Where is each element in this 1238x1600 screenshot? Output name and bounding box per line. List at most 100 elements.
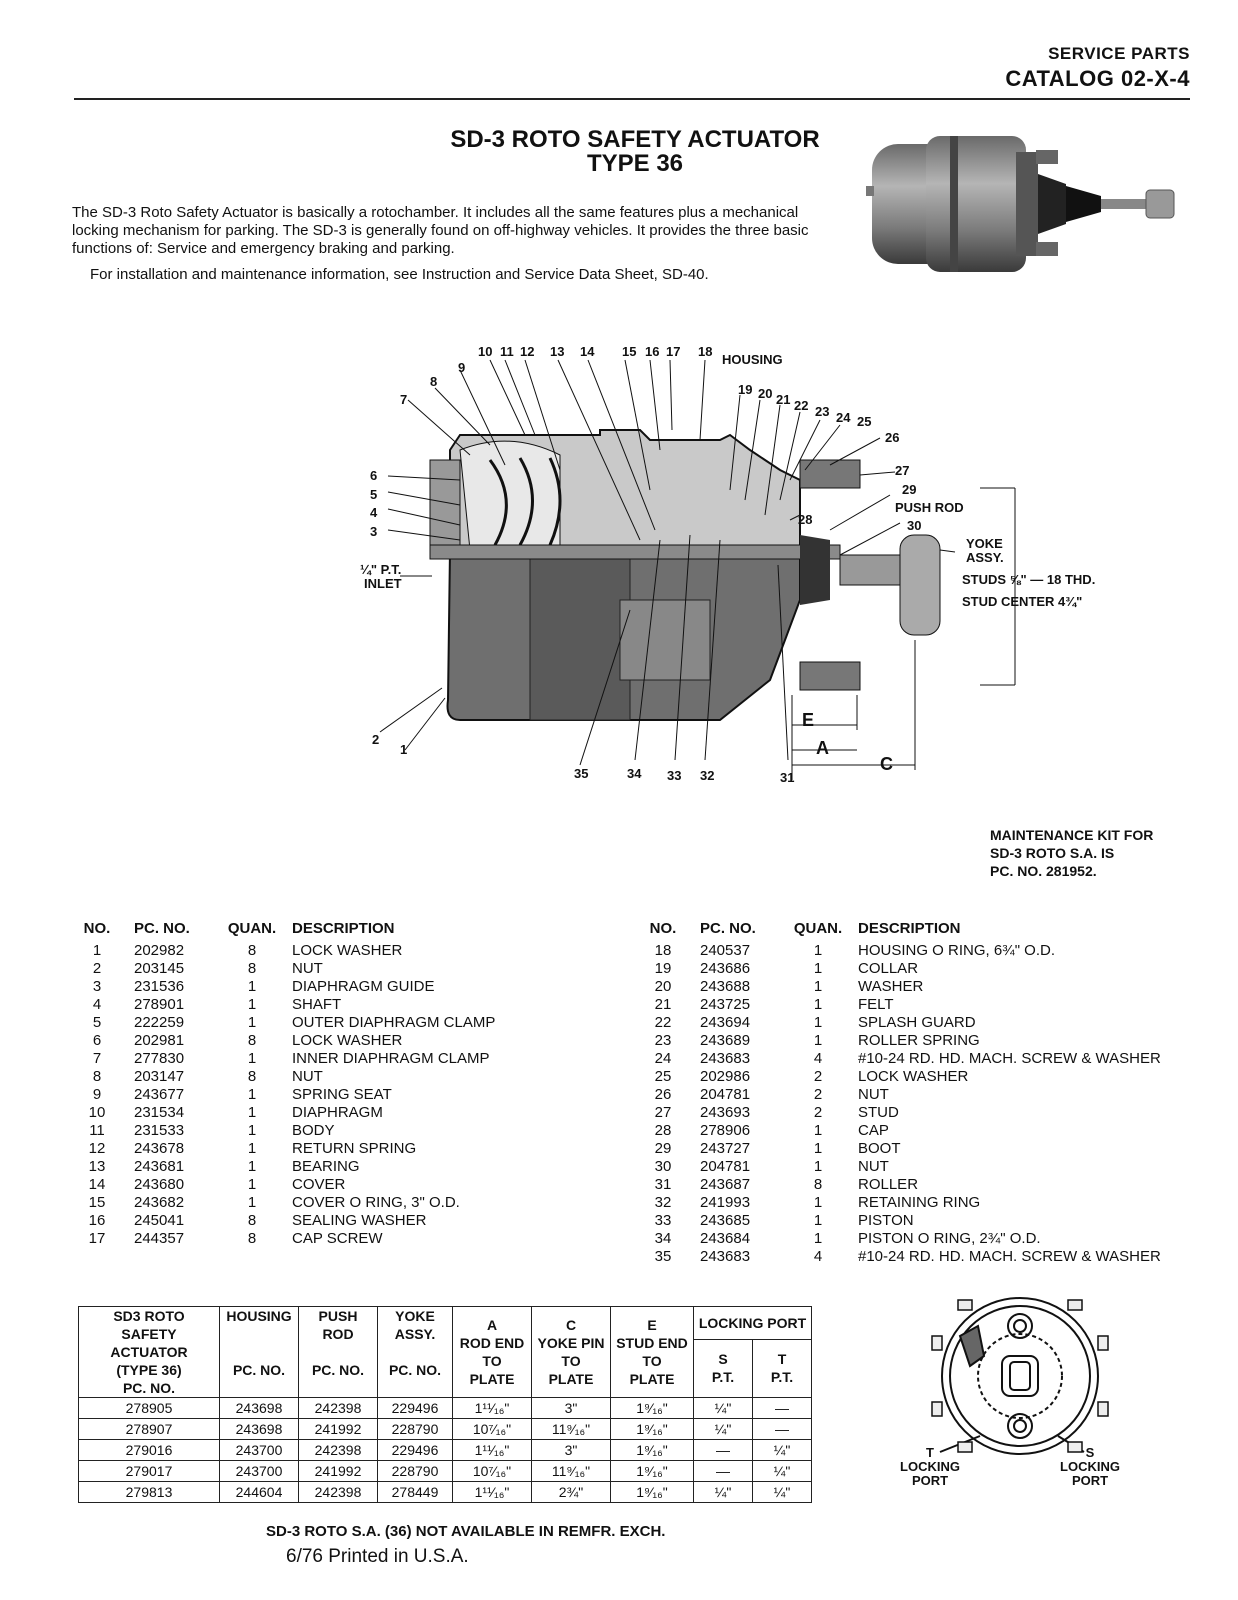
header-quan: QUAN. xyxy=(227,920,277,937)
spec-cell: 11⁹⁄₁₆" xyxy=(531,1418,611,1440)
dimension-a-label: A xyxy=(816,738,829,758)
callout-32: 32 xyxy=(700,768,715,783)
part-description: #10-24 RD. HD. MACH. SCREW & WASHER xyxy=(858,1050,1161,1067)
part-description: COVER xyxy=(292,1176,346,1193)
part-description: INNER DIAPHRAGM CLAMP xyxy=(292,1050,490,1067)
part-pc-no: 231533 xyxy=(134,1122,185,1139)
part-number: 24 xyxy=(654,1050,672,1067)
part-pc-no: 231534 xyxy=(134,1104,185,1121)
part-quantity: 1 xyxy=(247,1122,257,1139)
spec-cell: 11⁹⁄₁₆" xyxy=(531,1460,611,1482)
spec-cell: ¼" xyxy=(752,1439,812,1461)
spec-cell: — xyxy=(693,1439,753,1461)
callout-29: 29 xyxy=(902,482,917,497)
part-pc-no: 243681 xyxy=(134,1158,185,1175)
callout-4: 4 xyxy=(370,505,378,520)
spec-cell: — xyxy=(693,1460,753,1482)
header-rule xyxy=(74,98,1190,100)
inlet-size-label: ¼" P.T. xyxy=(360,562,402,577)
intro-paragraph-2: For installation and maintenance informa… xyxy=(90,266,709,283)
part-pc-no: 241993 xyxy=(700,1194,751,1211)
part-pc-no: 243689 xyxy=(700,1032,751,1049)
part-quantity: 1 xyxy=(813,1194,823,1211)
part-description: RETAINING RING xyxy=(858,1194,981,1211)
part-quantity: 1 xyxy=(247,1176,257,1193)
part-number: 13 xyxy=(88,1158,106,1175)
part-pc-no: 243678 xyxy=(134,1140,185,1157)
callout-13: 13 xyxy=(550,344,565,359)
part-quantity: 1 xyxy=(813,1158,823,1175)
dimension-c-label: C xyxy=(880,754,893,774)
cross-section-drawing xyxy=(379,359,1016,780)
end-view-drawing xyxy=(931,1297,1109,1455)
callout-27: 27 xyxy=(895,463,910,478)
spec-cell: 3" xyxy=(531,1439,611,1461)
part-quantity: 1 xyxy=(813,1014,823,1031)
callout-11: 11 xyxy=(500,344,514,359)
parts-header-row: NO. PC. NO. QUAN. DESCRIPTION xyxy=(74,920,584,938)
part-description: NUT xyxy=(858,1086,889,1103)
spec-cell: 1⁹⁄₁₆" xyxy=(610,1481,694,1503)
spec-cell: 1⁹⁄₁₆" xyxy=(610,1460,694,1482)
part-quantity: 1 xyxy=(247,978,257,995)
spec-cell: 243700 xyxy=(219,1439,299,1461)
part-quantity: 8 xyxy=(247,942,257,959)
part-quantity: 1 xyxy=(247,1050,257,1067)
spec-cell: 229496 xyxy=(377,1397,453,1419)
part-description: HOUSING O RING, 6¾" O.D. xyxy=(858,942,1056,959)
callout-7: 7 xyxy=(400,392,408,407)
part-pc-no: 243680 xyxy=(134,1176,185,1193)
part-number: 19 xyxy=(654,960,672,977)
part-number: 16 xyxy=(88,1212,106,1229)
parts-header-row: NO. PC. NO. QUAN. DESCRIPTION xyxy=(640,920,1170,938)
part-pc-no: 203147 xyxy=(134,1068,185,1085)
header-pc-no: PC. NO. xyxy=(134,920,190,937)
part-quantity: 8 xyxy=(247,1068,257,1085)
yoke-label-2: ASSY. xyxy=(966,550,1004,565)
part-number: 3 xyxy=(92,978,102,995)
inlet-label: INLET xyxy=(364,576,402,591)
part-number: 27 xyxy=(654,1104,672,1121)
callout-26: 26 xyxy=(885,430,900,445)
spec-cell: 10⁷⁄₁₆" xyxy=(452,1460,532,1482)
part-pc-no: 245041 xyxy=(134,1212,185,1229)
part-number: 25 xyxy=(654,1068,672,1085)
spec-cell: 244604 xyxy=(219,1481,299,1503)
callout-35: 35 xyxy=(574,766,589,781)
part-quantity: 1 xyxy=(813,942,823,959)
part-number: 20 xyxy=(654,978,672,995)
part-number: 17 xyxy=(88,1230,106,1247)
part-description: CAP xyxy=(858,1122,889,1139)
part-quantity: 8 xyxy=(247,960,257,977)
part-description: SHAFT xyxy=(292,996,342,1013)
part-quantity: 8 xyxy=(813,1176,823,1193)
part-description: BODY xyxy=(292,1122,335,1139)
callout-18: 18 xyxy=(698,344,713,359)
spec-cell: 243700 xyxy=(219,1460,299,1482)
part-quantity: 1 xyxy=(247,1140,257,1157)
part-description: COLLAR xyxy=(858,960,919,977)
spec-cell: 228790 xyxy=(377,1418,453,1440)
part-pc-no: 243683 xyxy=(700,1248,751,1265)
part-number: 26 xyxy=(654,1086,672,1103)
availability-note: SD-3 ROTO S.A. (36) NOT AVAILABLE IN REM… xyxy=(266,1523,666,1540)
part-description: SPRING SEAT xyxy=(292,1086,392,1103)
callout-33: 33 xyxy=(667,768,682,783)
spec-cell: ¼" xyxy=(693,1418,753,1440)
part-number: 1 xyxy=(92,942,102,959)
